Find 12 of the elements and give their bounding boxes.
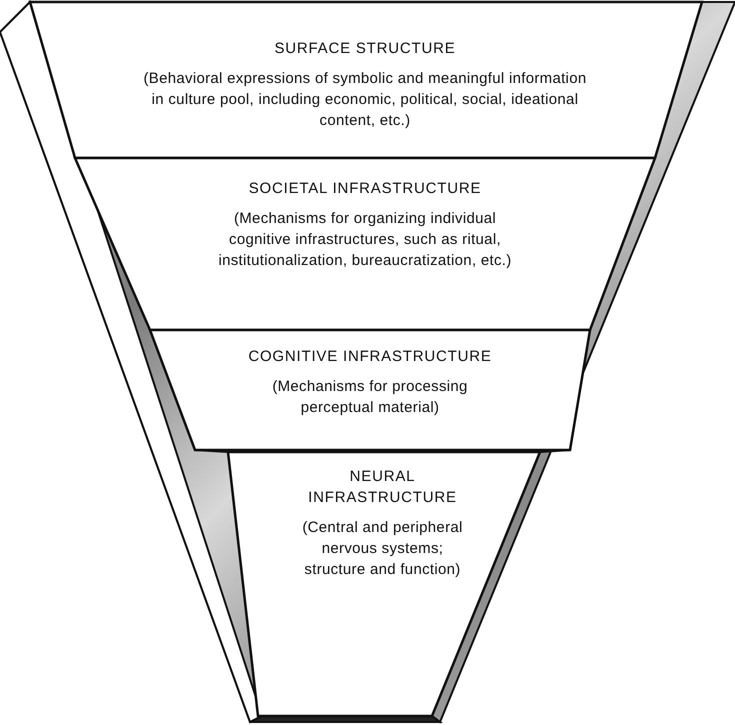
layer-heading: SURFACE STRUCTURE [273, 39, 457, 59]
layer-description: (Mechanisms for organizing individual cognitive infrastructures, such as ritual, institutionalization, bureaucratization, etc.) [217, 209, 513, 271]
funnel-layer [228, 452, 540, 716]
layer-heading: COGNITIVE INFRASTRUCTURE [247, 347, 493, 367]
layer-description: (Behavioral expressions of symbolic and meaningful information in culture pool, including economic, political, social, ideational content, etc.) [142, 69, 588, 131]
funnel-layer [75, 158, 655, 330]
funnel-layer [150, 330, 590, 450]
layer-description: (Mechanisms for processing perceptual material) [271, 377, 469, 418]
funnel-layer [30, 2, 702, 158]
layer-description: (Central and peripheral nervous systems; structure and function) [301, 518, 464, 580]
layer-heading: NEURAL INFRASTRUCTURE [307, 467, 458, 508]
layer-heading: SOCIETAL INFRASTRUCTURE [248, 179, 482, 199]
